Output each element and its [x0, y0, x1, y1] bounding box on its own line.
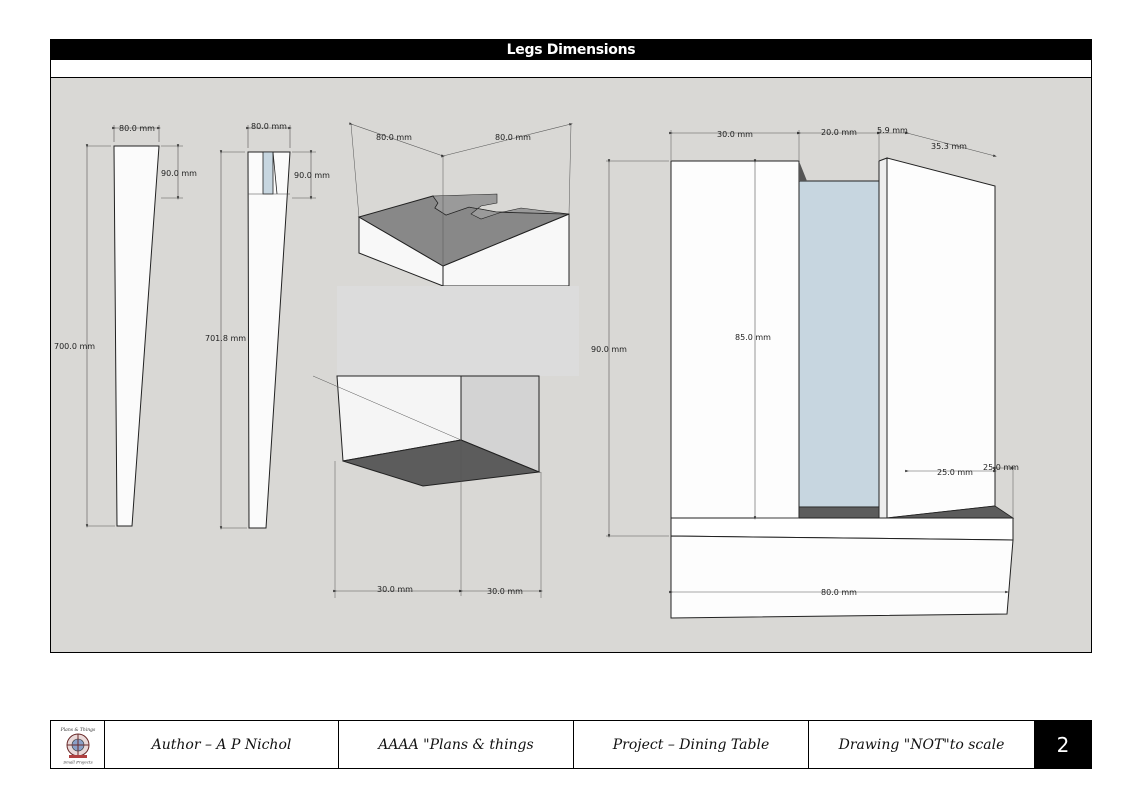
- leg-front-view: [219, 125, 316, 530]
- dim-detail-width: 80.0 mm: [821, 588, 857, 597]
- leg-joint-detail-view: [606, 130, 1015, 619]
- logo-cell: Plans & Things Small Projects: [51, 721, 105, 768]
- drawing-canvas: 80.0 mm 90.0 mm 700.0 mm 80.0 mm 90.0: [51, 78, 1091, 652]
- dim-bottom-right: 30.0 mm: [487, 587, 523, 596]
- legs-drawing: 80.0 mm 90.0 mm 700.0 mm 80.0 mm 90.0: [54, 122, 1019, 619]
- title-block: Plans & Things Small Projects Author – A…: [50, 720, 1092, 769]
- dim-detail-height-inner: 85.0 mm: [735, 333, 771, 342]
- author-cell: Author – A P Nichol: [105, 721, 339, 768]
- dim-detail-top-b: 20.0 mm: [821, 128, 857, 137]
- dim-detail-height-outer: 90.0 mm: [591, 345, 627, 354]
- dim-leg2-height: 701.8 mm: [205, 334, 246, 343]
- dim-detail-inner-a: 25.0 mm: [937, 468, 973, 477]
- drawing-frame: Legs Dimensions 80.0 mm: [50, 39, 1092, 653]
- scale-note-cell: Drawing "NOT"to scale: [809, 721, 1035, 768]
- dim-leg1-height: 700.0 mm: [54, 342, 95, 351]
- leg-isometric-view: [312, 122, 579, 598]
- page-number: 2: [1035, 721, 1091, 768]
- dim-detail-top-c: 5.9 mm: [877, 126, 908, 135]
- dim-leg1-slot: 90.0 mm: [161, 169, 197, 178]
- project-cell: Project – Dining Table: [574, 721, 809, 768]
- dim-detail-inner-b: 25.0 mm: [983, 463, 1019, 472]
- logo-text-top: Plans & Things: [59, 727, 95, 733]
- dim-detail-top-a: 30.0 mm: [717, 130, 753, 139]
- dim-leg2-slot: 90.0 mm: [294, 171, 330, 180]
- dim-leg1-top: 80.0 mm: [119, 124, 155, 133]
- page-title: Legs Dimensions: [51, 40, 1091, 60]
- dim-corner-right: 80.0 mm: [495, 133, 531, 142]
- dim-leg2-top: 80.0 mm: [251, 122, 287, 131]
- dim-bottom-left: 30.0 mm: [377, 585, 413, 594]
- logo-text-bottom: Small Projects: [63, 759, 92, 764]
- title-sub-bar: [51, 60, 1091, 78]
- leg-side-view: [85, 125, 183, 528]
- dim-detail-top-d: 35.3 mm: [931, 142, 967, 151]
- dim-corner-left: 80.0 mm: [376, 133, 412, 142]
- company-cell: AAAA "Plans & things: [339, 721, 574, 768]
- company-logo: Plans & Things Small Projects: [59, 725, 97, 765]
